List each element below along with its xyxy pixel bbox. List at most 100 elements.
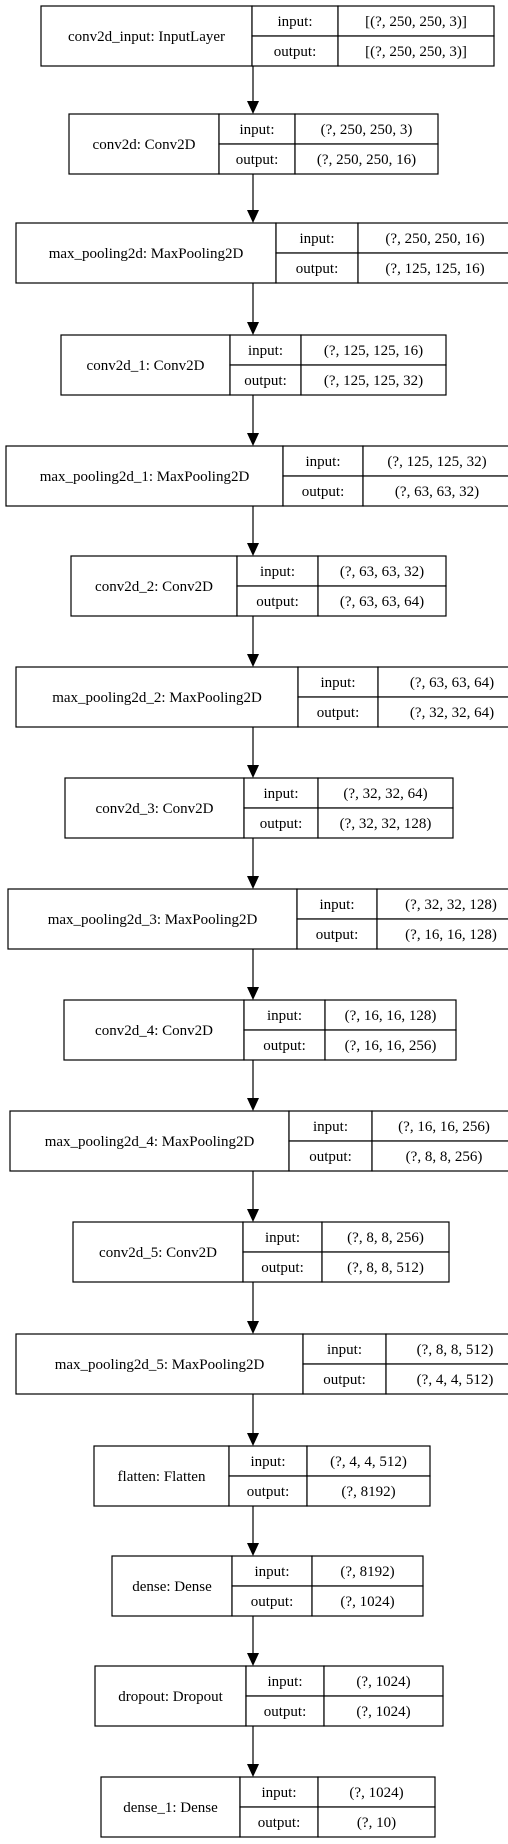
output-label: output: xyxy=(263,1038,306,1054)
output-label: output: xyxy=(316,927,359,943)
edge-arrow xyxy=(247,1726,259,1777)
output-shape: (?, 32, 32, 64) xyxy=(410,705,494,721)
output-shape-cell xyxy=(317,807,454,839)
output-shape-cell xyxy=(306,1475,431,1507)
output-shape-cell xyxy=(317,1806,436,1838)
input-label-cell xyxy=(251,5,339,37)
output-shape-cell xyxy=(321,1251,450,1283)
layer-name: conv2d_1: Conv2D xyxy=(87,358,205,374)
output-shape: (?, 250, 250, 16) xyxy=(317,152,416,168)
edge-arrow xyxy=(247,949,259,1000)
layer-name: max_pooling2d_3: MaxPooling2D xyxy=(48,912,258,928)
input-label: input: xyxy=(248,343,283,359)
input-shape-cell xyxy=(371,1110,508,1142)
layer-name: dropout: Dropout xyxy=(118,1689,223,1705)
edge-arrow xyxy=(247,66,259,114)
layer-name-cell xyxy=(7,888,298,950)
input-shape-cell xyxy=(317,555,447,587)
edge-arrow xyxy=(247,395,259,446)
input-label: input: xyxy=(305,454,340,470)
output-shape: (?, 16, 16, 128) xyxy=(405,927,497,943)
output-label-cell xyxy=(297,696,379,728)
input-shape-cell xyxy=(357,222,508,254)
input-shape: (?, 8192) xyxy=(340,1564,394,1580)
output-shape: [(?, 250, 250, 3)] xyxy=(365,44,467,60)
output-shape: (?, 63, 63, 32) xyxy=(395,484,479,500)
layer-name-cell xyxy=(72,1221,244,1283)
output-shape: (?, 32, 32, 128) xyxy=(340,816,432,832)
input-shape: (?, 4, 4, 512) xyxy=(330,1454,407,1470)
output-label-cell xyxy=(218,143,296,175)
input-shape: (?, 63, 63, 64) xyxy=(410,675,494,691)
edge-arrow xyxy=(247,174,259,223)
input-shape-cell xyxy=(306,1445,431,1477)
input-shape-cell xyxy=(317,1776,436,1808)
input-label: input: xyxy=(267,1008,302,1024)
output-shape: (?, 10) xyxy=(357,1815,396,1831)
input-label: input: xyxy=(265,1230,300,1246)
input-label: input: xyxy=(320,675,355,691)
input-shape: (?, 8, 8, 256) xyxy=(347,1230,424,1246)
input-shape-cell xyxy=(377,666,508,698)
edge-arrow xyxy=(247,1394,259,1446)
output-label: output: xyxy=(256,594,299,610)
output-shape: (?, 4, 4, 512) xyxy=(417,1372,494,1388)
input-shape: (?, 1024) xyxy=(349,1785,403,1801)
output-label-cell xyxy=(288,1140,373,1172)
input-label-cell xyxy=(243,999,326,1031)
layer-name: flatten: Flatten xyxy=(118,1469,206,1485)
input-label: input: xyxy=(261,1785,296,1801)
input-label: input: xyxy=(277,14,312,30)
output-shape-cell xyxy=(337,35,495,67)
layer-name: conv2d: Conv2D xyxy=(93,137,196,153)
output-label-cell xyxy=(243,807,319,839)
output-label: output: xyxy=(309,1149,352,1165)
output-label: output: xyxy=(302,484,345,500)
layer-name: conv2d_3: Conv2D xyxy=(96,801,214,817)
layer-name-cell xyxy=(15,1333,304,1395)
output-shape-cell xyxy=(385,1363,508,1395)
output-shape: (?, 63, 63, 64) xyxy=(340,594,424,610)
input-shape: (?, 8, 8, 512) xyxy=(417,1342,494,1358)
output-label: output: xyxy=(244,373,287,389)
output-label: output: xyxy=(247,1484,290,1500)
output-shape: (?, 125, 125, 16) xyxy=(385,261,484,277)
output-label-cell xyxy=(282,475,364,507)
layer-name: max_pooling2d: MaxPooling2D xyxy=(49,246,244,262)
input-shape-cell xyxy=(317,777,454,809)
input-label-cell xyxy=(275,222,359,254)
input-label: input: xyxy=(327,1342,362,1358)
edge-arrow xyxy=(247,283,259,335)
layer-name-cell xyxy=(94,1665,247,1727)
layer-name-cell xyxy=(111,1555,233,1617)
output-label: output: xyxy=(260,816,303,832)
output-label: output: xyxy=(274,44,317,60)
output-label-cell xyxy=(275,252,359,284)
input-label-cell xyxy=(228,1445,308,1477)
output-shape-cell xyxy=(311,1585,424,1617)
layer-name: max_pooling2d_1: MaxPooling2D xyxy=(40,469,250,485)
output-label: output: xyxy=(296,261,339,277)
output-shape: (?, 16, 16, 256) xyxy=(345,1038,437,1054)
input-label-cell xyxy=(297,666,379,698)
layer-name-cell xyxy=(15,666,299,728)
edge-arrow xyxy=(247,616,259,667)
layer-name-cell xyxy=(64,777,245,839)
layer-name-cell xyxy=(100,1776,241,1838)
input-label: input: xyxy=(299,231,334,247)
input-shape: (?, 32, 32, 128) xyxy=(405,897,497,913)
input-label-cell xyxy=(296,888,378,920)
layer-name: max_pooling2d_2: MaxPooling2D xyxy=(52,690,262,706)
layer-name-cell xyxy=(68,113,220,175)
input-shape-cell xyxy=(294,113,439,145)
output-shape: (?, 1024) xyxy=(340,1594,394,1610)
